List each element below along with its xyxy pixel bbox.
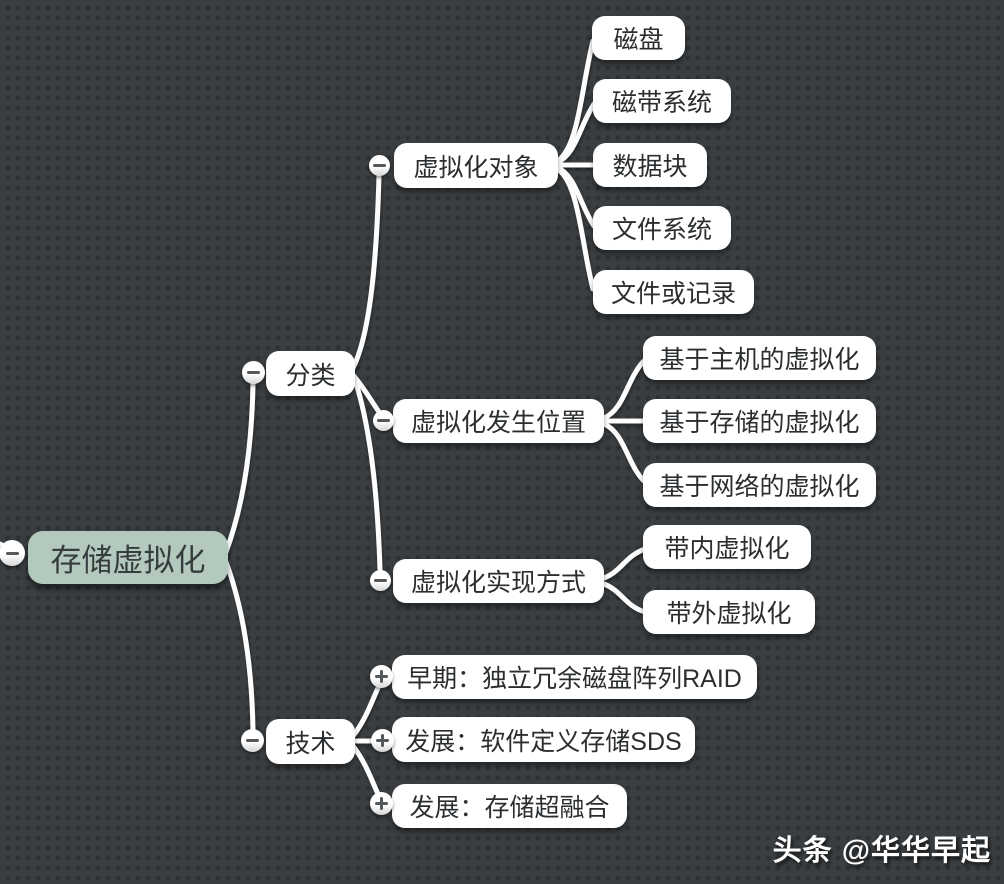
node-tape-system[interactable]: 磁带系统 xyxy=(593,79,731,123)
connector xyxy=(553,165,596,292)
collapse-toggle-location[interactable] xyxy=(373,410,394,431)
connector xyxy=(350,743,381,797)
collapse-toggle-technology[interactable] xyxy=(241,729,264,752)
node-implementation-method[interactable]: 虚拟化实现方式 xyxy=(393,559,604,603)
minus-icon xyxy=(246,739,259,742)
collapse-toggle-classification[interactable] xyxy=(242,361,265,384)
connector xyxy=(601,581,648,615)
node-hyper-converged[interactable]: 发展：存储超融合 xyxy=(392,784,627,828)
node-technology[interactable]: 技术 xyxy=(266,719,355,764)
connector xyxy=(223,559,256,733)
node-file-system[interactable]: 文件系统 xyxy=(593,206,731,250)
plus-icon xyxy=(376,734,389,747)
expand-toggle-sds[interactable] xyxy=(371,729,394,752)
connector xyxy=(223,381,256,555)
plus-icon xyxy=(375,797,388,810)
node-in-band-virtualization[interactable]: 带内虚拟化 xyxy=(643,525,811,569)
collapse-toggle-objects[interactable] xyxy=(369,155,390,176)
minus-icon xyxy=(247,371,260,374)
connector xyxy=(601,546,648,581)
node-disk[interactable]: 磁盘 xyxy=(592,16,685,60)
connector xyxy=(601,357,648,421)
connector xyxy=(350,685,381,739)
watermark: 头条 @华华早起 xyxy=(772,835,991,867)
node-root[interactable]: 存储虚拟化 xyxy=(28,531,228,584)
minus-icon xyxy=(5,551,19,555)
expand-toggle-hyperconverged[interactable] xyxy=(370,792,393,815)
expand-toggle-raid[interactable] xyxy=(370,665,393,688)
node-sds[interactable]: 发展：软件定义存储SDS xyxy=(392,717,695,762)
node-host-based-virtualization[interactable]: 基于主机的虚拟化 xyxy=(643,336,876,380)
connector xyxy=(553,101,597,166)
node-out-of-band-virtualization[interactable]: 带外虚拟化 xyxy=(643,590,815,634)
node-storage-based-virtualization[interactable]: 基于存储的虚拟化 xyxy=(643,399,876,443)
node-data-block[interactable]: 数据块 xyxy=(593,143,707,187)
node-network-based-virtualization[interactable]: 基于网络的虚拟化 xyxy=(643,463,876,507)
node-virtualization-objects[interactable]: 虚拟化对象 xyxy=(394,143,558,188)
node-virtualization-location[interactable]: 虚拟化发生位置 xyxy=(393,399,604,443)
minus-icon xyxy=(373,164,386,167)
node-file-or-record[interactable]: 文件或记录 xyxy=(593,270,754,314)
collapse-toggle-implementation[interactable] xyxy=(370,570,391,591)
collapse-toggle-root[interactable] xyxy=(0,540,25,566)
minus-icon xyxy=(377,419,390,422)
minus-icon xyxy=(374,579,387,582)
connector xyxy=(351,374,383,573)
node-classification[interactable]: 分类 xyxy=(266,351,355,396)
node-raid[interactable]: 早期：独立冗余磁盘阵列RAID xyxy=(392,655,757,699)
connector xyxy=(601,421,648,485)
plus-icon xyxy=(375,670,388,683)
connector xyxy=(350,173,382,371)
